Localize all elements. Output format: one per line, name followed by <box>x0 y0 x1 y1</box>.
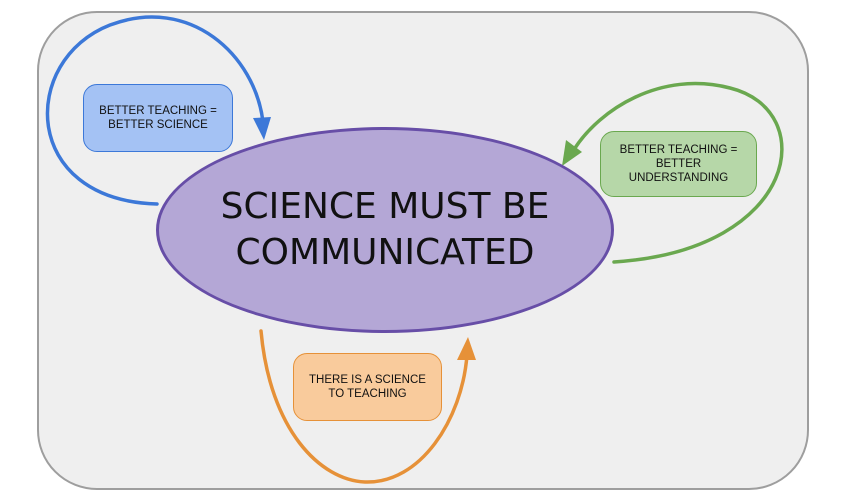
orange-arrowhead-icon <box>457 337 476 360</box>
central-label-line2: COMMUNICATED <box>235 232 535 273</box>
green-loop-arrow <box>573 81 784 264</box>
note-better-science: BETTER TEACHING = BETTER SCIENCE <box>83 84 233 152</box>
note-better-understanding: BETTER TEACHING = BETTER UNDERSTANDING <box>600 131 757 197</box>
blue-loop-arrow <box>45 15 265 206</box>
blue-arrowhead-icon <box>253 117 271 140</box>
central-label-line1: SCIENCE MUST BE <box>220 186 550 227</box>
note-science-of-teaching-text: THERE IS A SCIENCE TO TEACHING <box>309 374 426 400</box>
note-better-science-text: BETTER TEACHING = BETTER SCIENCE <box>99 105 217 131</box>
green-arrowhead-icon <box>562 140 582 166</box>
orange-loop-arrow <box>259 329 469 484</box>
note-better-understanding-text: BETTER TEACHING = BETTER UNDERSTANDING <box>619 144 738 184</box>
central-label: SCIENCE MUST BE COMMUNICATED <box>175 184 595 276</box>
note-science-of-teaching: THERE IS A SCIENCE TO TEACHING <box>293 353 442 421</box>
central-ellipse: SCIENCE MUST BE COMMUNICATED <box>156 127 614 333</box>
